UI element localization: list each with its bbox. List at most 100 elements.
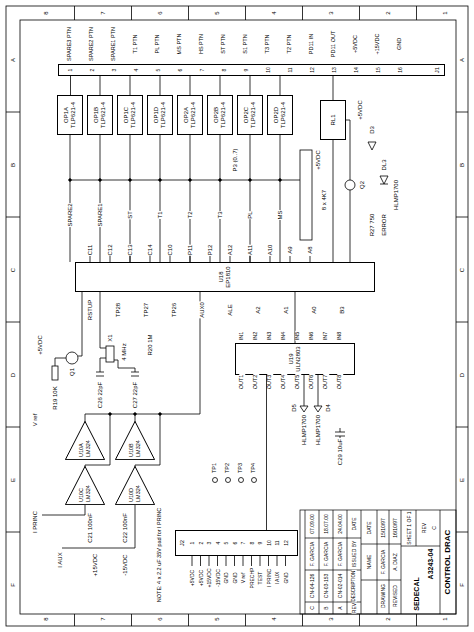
pin-stub (277, 556, 278, 566)
ic-box: OP1CTLP621-4 (117, 95, 143, 135)
grid-letter: C (459, 267, 465, 272)
transistor-symbol (345, 180, 355, 190)
grid-letter: E (10, 477, 16, 482)
junction-dot (159, 413, 162, 416)
junction-dot (69, 179, 72, 182)
opamp-symbol: U10CLM324 (65, 466, 105, 505)
grid-tick (6, 112, 468, 532)
junction-dot (134, 413, 137, 416)
part-ref: U10D (128, 488, 135, 502)
pin-signal: PD11 OUT (331, 30, 337, 58)
pin-signal: +5VDC (353, 35, 359, 54)
grid-letter: C (10, 267, 16, 272)
pin-stub (268, 556, 269, 566)
wire-connector (280, 76, 281, 95)
pin-stub (234, 556, 235, 566)
pin-name: OUT7 (323, 374, 329, 390)
wire (130, 135, 131, 262)
pin-name: IN5 (295, 331, 301, 341)
grid-number: 2 (385, 11, 391, 15)
part-type: LM324 (135, 440, 142, 457)
wire-connector (250, 76, 251, 95)
pin-signal: MS PTN (177, 33, 183, 55)
wire-connector (333, 76, 334, 100)
pin-stub (285, 556, 286, 566)
component-label: NOTE: 4 x 2.2 uF 35V pad for I PRINC (157, 507, 163, 602)
signal-name: A1 (283, 306, 289, 314)
drawing-title: CONTROL DRAC (444, 529, 452, 595)
grid-number: 1 (442, 11, 448, 15)
pin-stub (192, 556, 193, 566)
signal-name: A2 (255, 306, 261, 314)
pin-name: OUT3 (267, 374, 273, 390)
component-label: C26 22pF (97, 381, 103, 408)
signal-name: T1 (157, 211, 163, 219)
signal-name: RSTUP (87, 299, 93, 320)
component-label: P3 (0..7) (232, 148, 238, 172)
pin-name: OUT1 (239, 374, 245, 390)
pin-number: 11 (288, 67, 293, 73)
part-type: TLP621-4 (190, 102, 197, 128)
pin-name: IN4 (281, 331, 287, 341)
pin-name: IN6 (309, 331, 315, 341)
part-ref: U10A (78, 443, 85, 457)
title-block-text: A. DIAZ (393, 553, 398, 572)
signal-name: MS (277, 210, 283, 220)
pin-name: IN2 (253, 331, 259, 341)
ic-box: OP2BTLP621-4 (207, 95, 233, 135)
pin-number: 1 (68, 68, 73, 72)
resistor-symbol (52, 366, 58, 380)
pin-signal: I PRINC (266, 568, 271, 587)
pin-number: 1 (190, 541, 195, 545)
junction-dot (279, 179, 282, 182)
pin-signal: +15VDC (207, 568, 212, 588)
ic-box: OP1ATLP621-4 (57, 95, 83, 135)
pin-number: 10 (266, 540, 271, 547)
pin-signal: SPARE3 PTN (67, 27, 73, 62)
signal-name: ST (127, 211, 133, 220)
part-ref: OP2A (183, 107, 190, 123)
component-label: Q1 (69, 367, 75, 376)
pin-signal: GND (224, 572, 229, 584)
triangle (115, 466, 154, 504)
test-point-label: TP3 (238, 462, 244, 473)
grid-letter: F (459, 583, 465, 588)
transistor-symbol (66, 352, 78, 364)
pin-signal: +5VDC (198, 569, 203, 586)
title-block-text: A (338, 606, 343, 610)
wire (190, 135, 191, 262)
junction-dot (109, 413, 112, 416)
pin-name: IN8 (337, 331, 343, 341)
wire-connector (220, 76, 221, 95)
component-label: Q2 (359, 180, 365, 189)
wire (55, 292, 82, 366)
component-label: ERROR (381, 214, 387, 237)
pin-number: 6 (178, 68, 183, 72)
part-ref: U18 (218, 272, 225, 283)
wire (250, 135, 251, 262)
signal-name: TP27 (143, 302, 149, 317)
pin-number: 2 (90, 68, 95, 72)
pin-signal: +15VDC (375, 33, 381, 55)
title-block-text: C (310, 606, 315, 611)
pin-stub (243, 556, 244, 566)
pin-name: C11 (87, 244, 93, 256)
pin-number: 11 (275, 540, 280, 546)
component-label: C27 22pF (132, 381, 138, 408)
grid-number: 2 (385, 617, 391, 621)
pin-number: 14 (354, 67, 359, 74)
grid-number: 5 (214, 11, 220, 15)
wire (100, 135, 101, 262)
test-point-label: TP2 (225, 462, 231, 473)
part-ref: OP1A (63, 107, 70, 123)
part-ref: OP1C (123, 107, 130, 123)
pin-name: OUT4 (281, 374, 287, 390)
pin-name: P11 (187, 244, 193, 255)
pin-stub (260, 556, 261, 566)
component-label: R20 1M (147, 334, 153, 356)
title-block (300, 510, 456, 614)
diode-symbol (368, 142, 376, 150)
part-ref: OP2B (213, 107, 220, 123)
wire-connector (266, 375, 267, 530)
